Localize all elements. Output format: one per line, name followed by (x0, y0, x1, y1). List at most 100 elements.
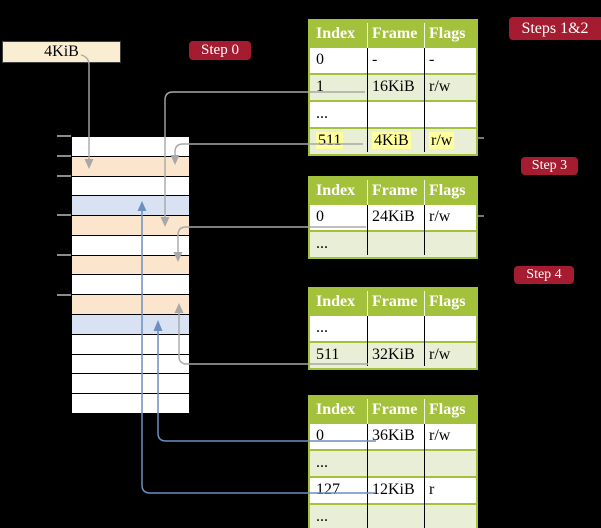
table-cell: - (365, 48, 422, 73)
table-row: 0 36KiB r/w (310, 422, 476, 449)
table-cell: ... (310, 232, 365, 257)
table-cell (422, 232, 476, 257)
column-separator (367, 180, 368, 205)
cell-value: ... (316, 235, 328, 252)
memory-frame-row (71, 353, 190, 375)
column-header: Flags (429, 25, 466, 42)
column-separator (424, 180, 425, 205)
memory-frame-row (71, 294, 190, 316)
page-table-bottom: Index Frame Flags 0 36KiB r/w... 127 12KiB r... (308, 395, 478, 528)
table-cell: r/w (422, 424, 476, 449)
tick-mark (57, 135, 71, 137)
table-row: 0 24KiB r/w (310, 203, 476, 230)
column-header: Index (316, 182, 356, 199)
table-cell: 32KiB (365, 343, 422, 368)
cell-value: r (429, 481, 435, 498)
cell-value: ... (316, 508, 328, 525)
cell-value: r/w (429, 132, 455, 149)
cell-value: 24KiB (372, 208, 415, 225)
memory-frame-row (71, 155, 190, 177)
cell-value: 12KiB (372, 481, 415, 498)
tick-mark (57, 214, 71, 216)
table-cell (365, 102, 422, 127)
tick-mark (57, 175, 71, 177)
column-separator (424, 205, 425, 255)
table-cell: ... (310, 451, 365, 476)
table-header-row: Index Frame Flags (310, 397, 476, 422)
table-row: ... (310, 503, 476, 528)
cell-value: 511 (316, 132, 344, 149)
table-cell: r/w (422, 343, 476, 368)
column-header: Flags (429, 182, 466, 199)
table-cell: 0 (310, 424, 365, 449)
memory-frame-row (71, 175, 190, 197)
column-separator (367, 424, 368, 528)
table-cell: 24KiB (365, 205, 422, 230)
table-cell: r (422, 478, 476, 503)
memory-frame-row (71, 195, 190, 217)
table-cell (422, 505, 476, 528)
column-header: Frame (372, 401, 418, 418)
table-cell: 0 (310, 48, 365, 73)
table-row: ... (310, 449, 476, 476)
table-cell: r/w (422, 205, 476, 230)
cell-value: 511 (316, 346, 340, 363)
column-header: Frame (372, 25, 418, 42)
column-separator (424, 291, 425, 316)
column-header: Index (316, 401, 356, 418)
memory-frame-row (71, 314, 190, 335)
cell-value: 36KiB (372, 427, 415, 444)
table-cell: - (422, 48, 476, 73)
tick-mark (57, 254, 71, 256)
column-header: Flags (429, 293, 466, 310)
memory-frame-row (71, 373, 190, 395)
step-3-label: Step 3 (521, 157, 578, 175)
column-separator (424, 316, 425, 366)
page-size-box: 4KiB (2, 41, 121, 63)
table-cell: 127 (310, 478, 365, 503)
table-cell (422, 316, 476, 341)
column-header: Flags (429, 401, 466, 418)
table-row: 511 4KiB r/w (310, 127, 476, 154)
column-separator (367, 23, 368, 48)
step-0-label: Step 0 (189, 41, 251, 60)
memory-strip (71, 136, 190, 414)
table-cell: r/w (422, 75, 476, 100)
memory-frame-row (71, 333, 190, 355)
cell-value: ... (316, 319, 328, 336)
cell-value: 0 (316, 427, 324, 444)
column-separator (424, 23, 425, 48)
memory-frame-row (71, 136, 190, 157)
table-cell: 511 (310, 129, 365, 154)
table-row: 511 32KiB r/w (310, 341, 476, 368)
cell-value: ... (316, 105, 328, 122)
column-separator (424, 399, 425, 424)
column-separator (367, 291, 368, 316)
table-cell: 1 (310, 75, 365, 100)
page-table-step3: Index Frame Flags 0 24KiB r/w... (308, 176, 478, 259)
table-cell (365, 316, 422, 341)
table-header-row: Index Frame Flags (310, 178, 476, 203)
memory-frame-row (71, 254, 190, 276)
table-cell (365, 232, 422, 257)
memory-frame-row (71, 274, 190, 296)
cell-value: r/w (429, 427, 451, 444)
cell-value: 4KiB (372, 132, 411, 149)
cell-value: 0 (316, 208, 324, 225)
column-header: Frame (372, 182, 418, 199)
cell-value: r/w (429, 346, 451, 363)
cell-value: - (429, 51, 435, 68)
cell-value: r/w (429, 78, 451, 95)
cell-value: - (372, 51, 378, 68)
table-row: 127 12KiB r (310, 476, 476, 503)
column-header: Index (316, 293, 356, 310)
cell-value: 32KiB (372, 346, 415, 363)
table-cell: 0 (310, 205, 365, 230)
cell-value: 127 (316, 481, 340, 498)
table-cell (365, 451, 422, 476)
column-separator (367, 48, 368, 152)
